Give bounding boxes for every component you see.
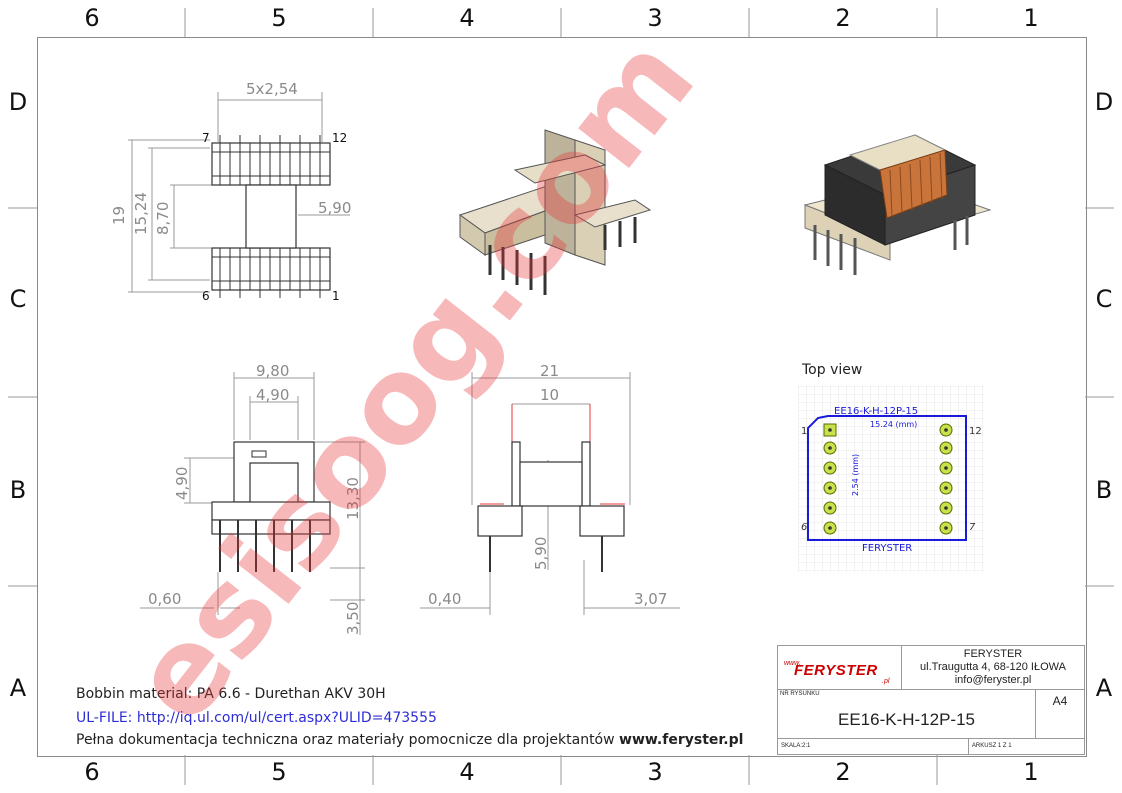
footprint-pin-6: 6 [801, 522, 807, 533]
pin-label-6: 6 [202, 289, 210, 303]
zone-row-c-right: C [1095, 285, 1113, 313]
footprint-part-label: EE16-K-H-12P-15 [834, 406, 918, 417]
zone-row-c: C [9, 285, 27, 313]
dim-width-outer: 9,80 [256, 362, 289, 380]
footprint-dim-width: 15.24 (mm) [870, 420, 917, 429]
zone-col-4-bottom: 4 [459, 758, 475, 786]
company-address: ul.Traugutta 4, 68-120 IŁOWA [920, 661, 1066, 674]
front-view: 5x2,54 19 15,24 8,70 5,90 7 12 6 1 [110, 80, 351, 303]
sheet-size: A4 [1052, 694, 1068, 709]
footprint-pin-7: 7 [969, 522, 976, 533]
zone-col-4: 4 [459, 4, 475, 32]
zone-row-a-right: A [1095, 674, 1113, 702]
dim-width-core: 10 [540, 386, 559, 404]
zone-col-2-bottom: 2 [835, 758, 851, 786]
zone-row-b-right: B [1095, 476, 1113, 504]
drawing-no-label: NR RYSUNKU [780, 691, 820, 698]
zone-col-1: 1 [1023, 4, 1039, 32]
pin-label-1: 1 [332, 289, 340, 303]
side-view-right: 21 10 5,90 0,40 3,07 [420, 362, 680, 615]
docs-link[interactable]: www.feryster.pl [619, 732, 744, 748]
dim-pitch: 5x2,54 [246, 80, 298, 98]
top-view-footprint: EE16-K-H-12P-15 15.24 (mm) 2.54 (mm) 1 1… [798, 386, 984, 572]
dim-height-pins: 15,24 [132, 192, 150, 235]
company-cell: FERYSTER ul.Traugutta 4, 68-120 IŁOWA in… [901, 644, 1085, 691]
feryster-logo: www. FERYSTER .pl [778, 648, 901, 688]
pin-label-12: 12 [332, 131, 347, 145]
zone-col-1-bottom: 1 [1023, 758, 1039, 786]
top-view-title: Top view [802, 362, 863, 378]
footprint-pin-12: 12 [969, 426, 982, 437]
dim-height-total: 19 [110, 206, 128, 225]
bobbin-3d-render [458, 129, 652, 295]
logo-cell: www. FERYSTER .pl [777, 644, 902, 691]
drawing-number-cell: NR RYSUNKU EE16-K-H-12P-15 [777, 689, 1036, 739]
dim-pin-width: 0,60 [148, 590, 181, 608]
zone-col-6: 6 [84, 4, 100, 32]
scale: SKALA:2:1 [777, 737, 969, 756]
zone-col-3: 3 [647, 4, 663, 32]
company-email: info@feryster.pl [954, 674, 1032, 687]
sheet-size-cell: A4 [1035, 689, 1085, 739]
dim-gap: 0,40 [428, 590, 461, 608]
sheet-number: ARKUSZ 1 Z 1 [967, 737, 1086, 756]
logo-suffix: .pl [882, 677, 890, 685]
dim-width-center: 5,90 [318, 199, 351, 217]
pin-label-7: 7 [202, 131, 210, 145]
footprint-brand: FERYSTER [862, 543, 912, 554]
note-ul-file[interactable]: UL-FILE: http://iq.ul.com/ul/cert.aspx?U… [76, 710, 437, 726]
zone-row-d-right: D [1094, 88, 1114, 116]
zone-row-b: B [9, 476, 27, 504]
zone-row-a: A [9, 674, 27, 702]
dim-foot: 3,07 [634, 590, 667, 608]
dim-height-right: 5,90 [532, 537, 550, 570]
side-view-left: 9,80 4,90 4,90 13,30 0,60 3,50 [140, 362, 365, 635]
zone-col-2: 2 [835, 4, 851, 32]
dim-window-height: 4,90 [173, 467, 191, 500]
zone-col-6-bottom: 6 [84, 758, 100, 786]
note-docs: Pełna dokumentacja techniczna oraz mater… [76, 732, 743, 748]
zone-col-3-bottom: 3 [647, 758, 663, 786]
logo-top: www. [784, 659, 801, 667]
title-block: www. FERYSTER .pl FERYSTER ul.Traugutta … [777, 644, 1086, 756]
zone-col-5-bottom: 5 [271, 758, 287, 786]
dim-pin-length: 3,50 [344, 602, 362, 635]
zone-col-5: 5 [271, 4, 287, 32]
drawing-number: EE16-K-H-12P-15 [837, 710, 975, 730]
note-material: Bobbin material: PA 6.6 - Durethan AKV 3… [76, 686, 386, 702]
transformer-3d-render [803, 134, 992, 275]
company-name: FERYSTER [963, 648, 1023, 661]
dim-height-inner: 8,70 [154, 202, 172, 235]
docs-text: Pełna dokumentacja techniczna oraz mater… [76, 732, 620, 748]
dim-width-inner: 4,90 [256, 386, 289, 404]
zone-row-d: D [8, 88, 28, 116]
footprint-pin-1: 1 [801, 426, 807, 437]
ul-file-link[interactable]: UL-FILE: http://iq.ul.com/ul/cert.aspx?U… [76, 710, 437, 726]
footprint-dim-pitch: 2.54 (mm) [851, 454, 860, 496]
dim-height-total-side: 13,30 [344, 477, 362, 520]
dim-width-total: 21 [540, 362, 559, 380]
logo-text: FERYSTER [794, 661, 878, 679]
